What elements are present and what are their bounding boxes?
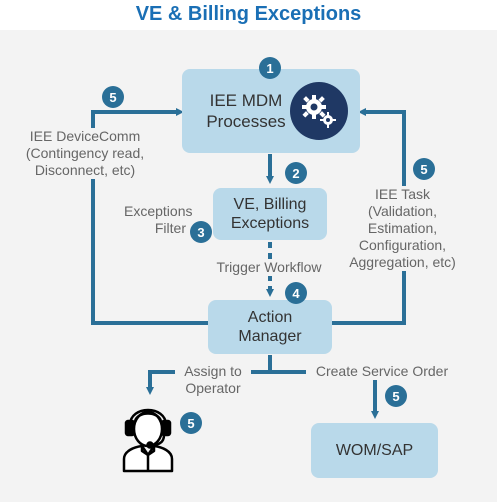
wom-sap-box: WOM/SAP bbox=[311, 423, 438, 478]
action-manager-label: Action Manager bbox=[238, 309, 302, 345]
assign-operator-label: Assign to Operator bbox=[175, 363, 251, 397]
step-badge-3: 3 bbox=[190, 221, 212, 243]
wom-sap-label: WOM/SAP bbox=[335, 442, 414, 459]
exceptions-box: VE, Billing Exceptions bbox=[213, 188, 327, 240]
trigger-workflow-label: Trigger Workflow bbox=[206, 259, 332, 276]
step-badge-5-device-comm: 5 bbox=[102, 86, 124, 108]
create-service-order-label: Create Service Order bbox=[306, 363, 458, 380]
step-badge-1: 1 bbox=[259, 57, 281, 79]
step-badge-5-operator: 5 bbox=[180, 412, 202, 434]
operator-icon bbox=[120, 397, 176, 473]
gears-icon bbox=[290, 82, 348, 140]
step-badge-2: 2 bbox=[285, 162, 307, 184]
exceptions-label: VE, Billing Exceptions bbox=[230, 196, 310, 232]
step-badge-5-iee-task: 5 bbox=[413, 158, 435, 180]
page-title: VE & Billing Exceptions bbox=[135, 3, 362, 25]
device-comm-label: IEE DeviceComm (Contingency read, Discon… bbox=[24, 128, 146, 179]
exceptions-filter-label: Exceptions Filter bbox=[124, 203, 193, 236]
iee-task-label: IEE Task (Validation, Estimation, Config… bbox=[340, 186, 465, 271]
title-bar: VE & Billing Exceptions bbox=[0, 0, 497, 30]
step-badge-4: 4 bbox=[285, 282, 307, 304]
mdm-processes-label: IEE MDM Processes bbox=[206, 91, 286, 131]
device-comm-arrow bbox=[91, 108, 208, 325]
action-manager-box: Action Manager bbox=[208, 300, 332, 354]
step-badge-5-wom: 5 bbox=[385, 385, 407, 407]
